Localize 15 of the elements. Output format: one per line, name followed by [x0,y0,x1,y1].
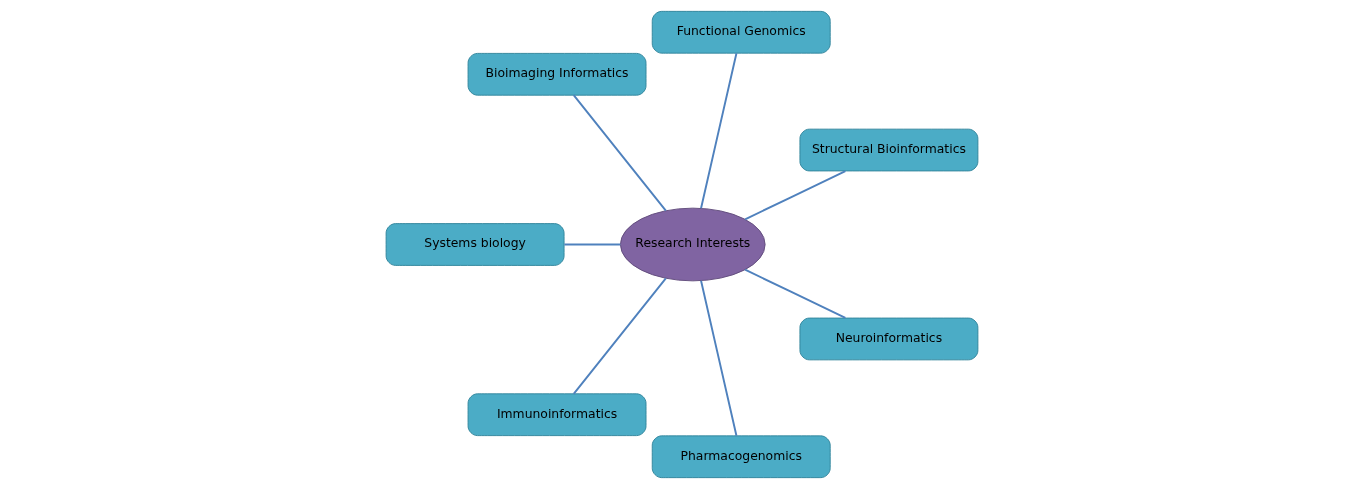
node-box: Pharmacogenomics [651,435,831,479]
connector [744,170,847,221]
node-box: Functional Genomics [651,10,831,54]
connector [744,268,847,319]
node-box: Neuroinformatics [799,317,979,361]
connector [563,243,622,246]
connector [572,94,667,212]
connector [700,279,738,437]
node-box: Bioimaging Informatics [467,52,647,96]
connector [700,52,738,210]
connector [572,277,667,395]
node-box: Structural Bioinformatics [799,128,979,172]
node-box: Systems biology [385,223,565,266]
node-ellipse: Research Interests [619,207,766,282]
node-box: Immunoinformatics [467,393,647,437]
